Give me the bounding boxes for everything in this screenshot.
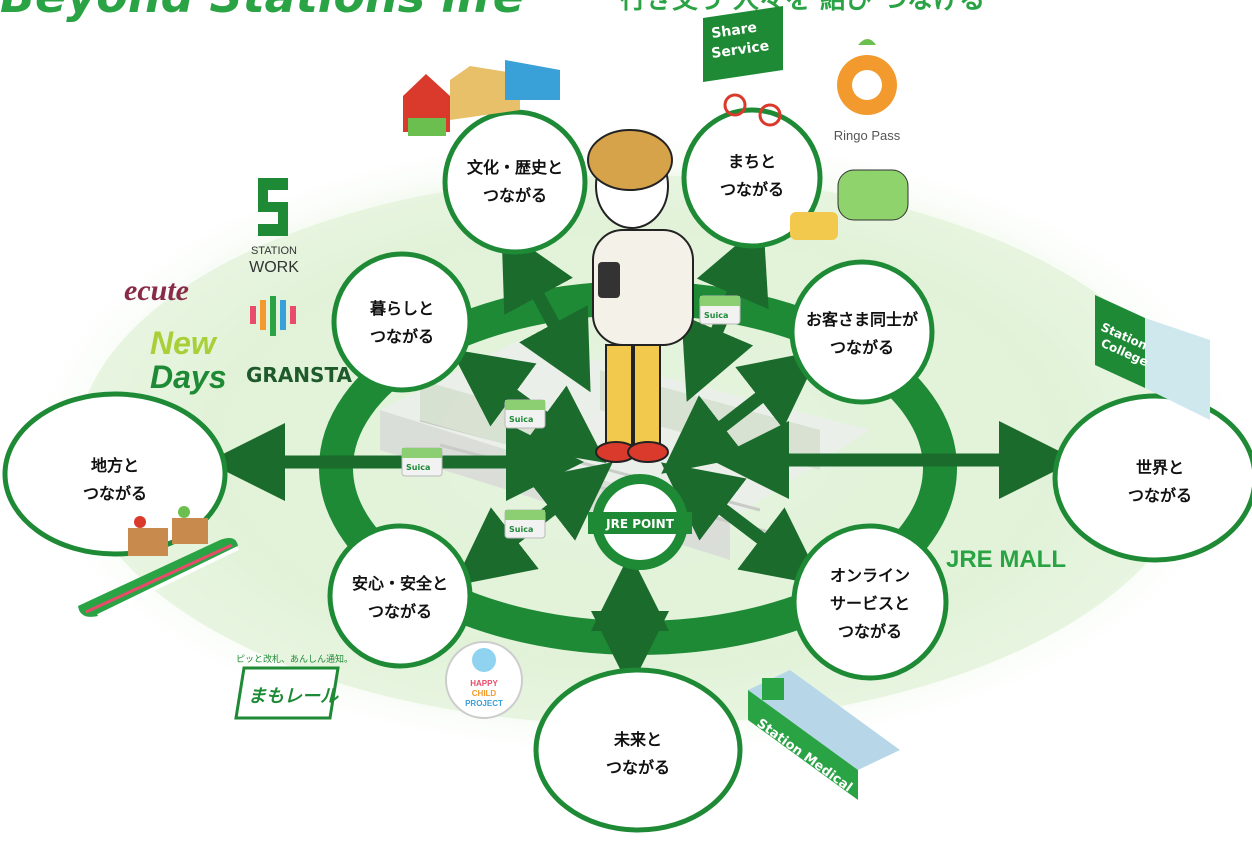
mamorail-label: まもレール <box>248 686 339 707</box>
suica-card-label: Suica <box>704 311 728 320</box>
station-medical-building: Station Medical <box>748 670 900 800</box>
node-region-circle <box>2 391 228 557</box>
node-culture-circle <box>442 109 588 255</box>
node-label-customers: お客さま同士が つながる <box>792 306 932 362</box>
happy-child-line3: PROJECT <box>465 699 503 708</box>
share-service-sign: Share Service <box>703 6 783 127</box>
node-label-future: 未来と つながる <box>578 726 698 782</box>
station-college-sign: Station College <box>1095 295 1210 420</box>
happy-child-line2: CHILD <box>472 689 497 698</box>
node-line: つながる <box>719 180 784 199</box>
station-work-logo: STATION WORK <box>249 178 299 276</box>
node-town-circle <box>681 107 823 249</box>
node-online-circle <box>791 523 949 681</box>
newdays-logo: New Days <box>150 325 227 395</box>
newdays-line1: New <box>150 325 218 361</box>
node-world-circle <box>1052 393 1252 563</box>
happy-child-line1: HAPPY <box>470 679 498 688</box>
newdays-line2: Days <box>150 359 227 395</box>
node-label-life: 暮らしと つながる <box>342 295 462 351</box>
node-line: つながる <box>369 327 434 346</box>
ecute-logo: ecute <box>124 274 189 307</box>
node-circles <box>2 107 1252 833</box>
node-future-circle <box>533 667 743 833</box>
node-safety-circle <box>327 523 473 669</box>
node-line: 文化・歴史と <box>466 158 563 177</box>
node-line: つながる <box>482 186 547 205</box>
node-line: 未来と <box>613 730 662 749</box>
node-label-region: 地方と つながる <box>55 452 175 508</box>
station-work-line2: WORK <box>249 259 299 276</box>
mamorail-logo: ピッと改札、あんしん通知。 まもレール <box>234 653 353 720</box>
ringo-pass-logo: Ringo Pass <box>834 39 901 143</box>
happy-child-project-logo: HAPPY CHILD PROJECT <box>445 641 523 719</box>
node-line: 世界と <box>1135 458 1184 477</box>
node-line: 暮らしと <box>369 299 434 318</box>
jre-point-text: JRE POINT <box>605 517 675 531</box>
arrow-online <box>660 462 824 586</box>
node-line: つながる <box>829 338 894 357</box>
node-label-online: オンライン サービスと つながる <box>810 562 930 646</box>
share-service-line1: Share <box>710 20 758 42</box>
node-label-safety: 安心・安全と つながる <box>340 570 460 626</box>
node-line: オンライン <box>829 566 910 585</box>
node-line: 安心・安全と <box>351 574 448 593</box>
node-line: つながる <box>1127 486 1192 505</box>
station-work-line1: STATION <box>251 245 297 257</box>
suica-cards: Suica Suica Suica Suica <box>401 295 741 539</box>
node-customers-circle <box>789 259 935 405</box>
suica-card-label: Suica <box>509 525 533 534</box>
node-line: サービスと <box>829 594 910 613</box>
suica-card-label: Suica <box>509 415 533 424</box>
node-label-culture: 文化・歴史と つながる <box>455 154 575 210</box>
header-tagline: Beyond Stations life <box>0 0 524 23</box>
mamorail-tagline: ピッと改札、あんしん通知。 <box>236 653 353 665</box>
node-line: つながる <box>82 484 147 503</box>
produce-boxes <box>128 506 208 556</box>
node-line: つながる <box>605 758 670 777</box>
connection-arrows <box>207 222 1077 689</box>
header-tagline-jp: 行き交う 人々を 結び つなげる <box>619 0 985 15</box>
gransta-logo: GRANSTA <box>246 296 353 387</box>
node-line: お客さま同士が <box>805 310 918 329</box>
town-houses <box>403 60 560 136</box>
node-line: つながる <box>367 602 432 621</box>
suica-card-label: Suica <box>406 463 430 472</box>
arrow-customers <box>661 350 821 474</box>
arrow-culture <box>501 227 591 393</box>
jre-mall-logo: JRE MALL <box>946 546 1066 573</box>
node-life-circle <box>331 251 473 393</box>
taxi-and-shuttle <box>790 169 909 240</box>
ringo-pass-label: Ringo Pass <box>834 128 901 143</box>
person-illustration <box>587 129 694 463</box>
node-label-town: まちと つながる <box>692 148 812 204</box>
node-line: つながる <box>837 622 902 641</box>
jre-point-logo: JRE POINT <box>588 474 692 570</box>
node-label-world: 世界と つながる <box>1100 454 1220 510</box>
shinkansen-illustration <box>78 538 239 618</box>
gransta-label: GRANSTA <box>246 363 353 387</box>
node-line: まちと <box>727 152 776 171</box>
node-line: 地方と <box>90 456 139 475</box>
